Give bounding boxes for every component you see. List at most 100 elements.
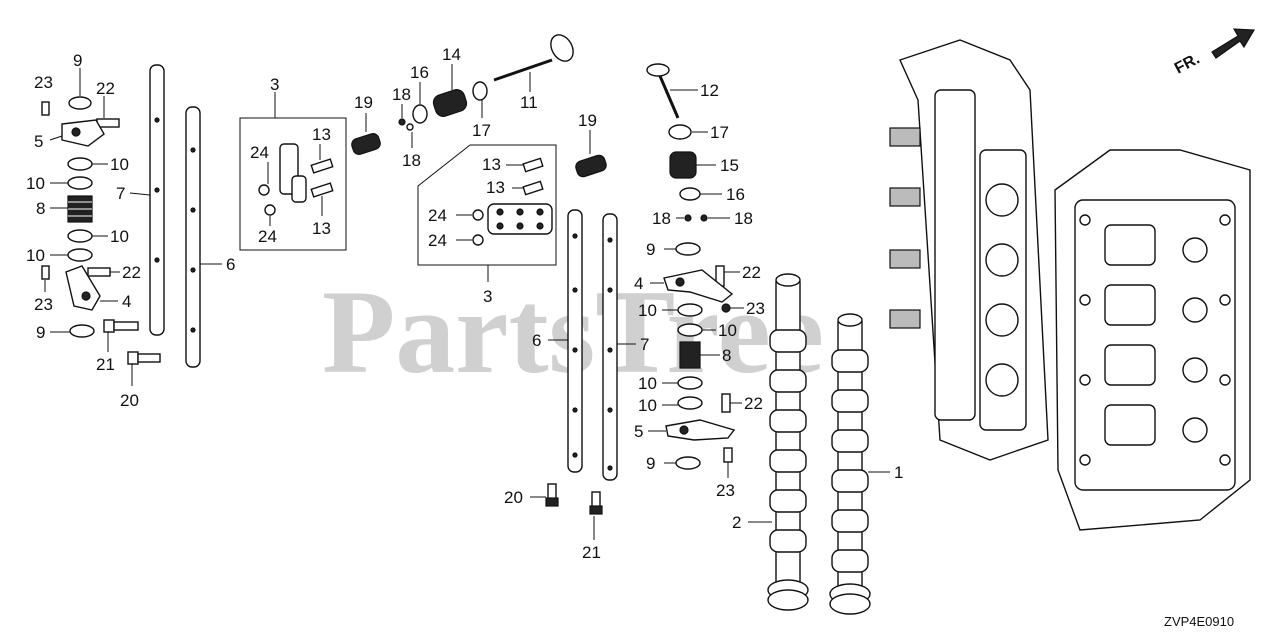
callout-label[interactable]: 12 [700, 81, 719, 100]
callout-label[interactable]: 24 [258, 227, 277, 246]
part-24-nut[interactable] [472, 234, 484, 246]
callout-label[interactable]: 7 [640, 335, 649, 354]
part-11-valve[interactable] [493, 31, 578, 82]
part-8-spring[interactable] [679, 341, 701, 369]
part-8-spring[interactable] [67, 195, 93, 223]
callout-label[interactable]: 18 [392, 85, 411, 104]
part-10-ring[interactable] [67, 229, 93, 243]
callout-label[interactable]: 10 [110, 155, 129, 174]
callout-label[interactable]: 5 [34, 132, 43, 151]
part-10-ring[interactable] [677, 303, 703, 317]
callout-label[interactable]: 1 [894, 463, 903, 482]
callout-label[interactable]: 22 [96, 79, 115, 98]
part-18-keeper[interactable] [684, 214, 692, 222]
callout-label[interactable]: 8 [722, 346, 731, 365]
callout-label[interactable]: 17 [710, 123, 729, 142]
part-9-washer[interactable] [675, 242, 701, 256]
callout-label[interactable]: 23 [34, 73, 53, 92]
callout-label[interactable]: 22 [742, 263, 761, 282]
part-5-rocker-arm[interactable] [665, 419, 736, 441]
callout-label[interactable]: 10 [638, 301, 657, 320]
part-13-adjuster[interactable] [310, 182, 334, 198]
callout-label[interactable]: 10 [638, 374, 657, 393]
callout-label[interactable]: 7 [116, 184, 125, 203]
part-20-bolt[interactable] [127, 351, 161, 365]
callout-label[interactable]: 17 [472, 121, 491, 140]
part-23-pin[interactable] [721, 303, 731, 313]
part-22-bolt[interactable] [721, 393, 731, 413]
part-10-ring[interactable] [677, 323, 703, 337]
callout-label[interactable]: 19 [578, 111, 597, 130]
callout-label[interactable]: 8 [36, 199, 45, 218]
callout-label[interactable]: 22 [122, 263, 141, 282]
callout-label[interactable]: 14 [442, 45, 461, 64]
part-21-bolt[interactable] [589, 491, 603, 515]
part-16-seat[interactable] [679, 187, 701, 201]
part-6-rocker-shaft[interactable] [567, 209, 583, 473]
callout-label[interactable]: 18 [734, 209, 753, 228]
callout-label[interactable]: 19 [354, 93, 373, 112]
callout-label[interactable]: 10 [638, 396, 657, 415]
callout-label[interactable]: 23 [34, 295, 53, 314]
callout-label[interactable]: 3 [483, 287, 492, 306]
part-23-pin[interactable] [41, 101, 50, 116]
part-3-rocker-set[interactable] [279, 143, 307, 203]
callout-label[interactable]: 9 [646, 240, 655, 259]
callout-label[interactable]: 13 [312, 219, 331, 238]
callout-label[interactable]: 11 [520, 93, 538, 112]
part-13-adjuster[interactable] [522, 157, 544, 173]
part-21-bolt[interactable] [103, 319, 139, 333]
part-18-keeper[interactable] [406, 123, 414, 131]
part-13-adjuster[interactable] [310, 158, 334, 174]
callout-label[interactable]: 5 [634, 422, 643, 441]
callout-label[interactable]: 9 [646, 454, 655, 473]
callout-label[interactable]: 18 [652, 209, 671, 228]
callout-label[interactable]: 4 [122, 292, 131, 311]
part-9-washer[interactable] [68, 96, 92, 110]
callout-label[interactable]: 10 [26, 246, 45, 265]
callout-label[interactable]: 4 [634, 274, 643, 293]
callout-label[interactable]: 10 [110, 227, 129, 246]
part-19-spring[interactable] [574, 154, 607, 178]
callout-label[interactable]: 24 [428, 206, 447, 225]
part-23-pin[interactable] [723, 447, 733, 463]
callout-label[interactable]: 18 [402, 151, 421, 170]
part-22-bolt[interactable] [96, 118, 120, 128]
part-6-rocker-shaft[interactable] [185, 106, 201, 368]
part-23-pin[interactable] [41, 265, 50, 280]
part-22-bolt[interactable] [87, 267, 111, 277]
callout-label[interactable]: 21 [96, 355, 115, 374]
callout-label[interactable]: 20 [504, 488, 523, 507]
callout-label[interactable]: 6 [226, 255, 235, 274]
callout-label[interactable]: 6 [532, 331, 541, 350]
part-10-ring[interactable] [67, 157, 93, 171]
part-10-ring[interactable] [67, 176, 93, 190]
part-10-ring[interactable] [67, 248, 93, 262]
part-4-rocker-arm[interactable] [65, 265, 101, 311]
part-18-keeper[interactable] [398, 118, 406, 126]
callout-label[interactable]: 23 [746, 299, 765, 318]
callout-label[interactable]: 10 [26, 174, 45, 193]
callout-label[interactable]: 16 [410, 63, 429, 82]
callout-label[interactable]: 16 [726, 185, 745, 204]
part-16-seat[interactable] [412, 104, 428, 124]
callout-label[interactable]: 13 [482, 155, 501, 174]
callout-label[interactable]: 23 [716, 481, 735, 500]
part-7-rocker-shaft[interactable] [149, 64, 165, 336]
part-18-keeper[interactable] [700, 214, 708, 222]
part-10-ring[interactable] [677, 396, 703, 410]
part-1-camshaft[interactable] [829, 313, 890, 615]
part-12-valve[interactable] [646, 63, 680, 119]
callout-label[interactable]: 13 [312, 125, 331, 144]
part-13-adjuster[interactable] [522, 180, 544, 196]
callout-label[interactable]: 15 [720, 156, 739, 175]
part-7-rocker-shaft[interactable] [602, 213, 618, 481]
part-19-spring[interactable] [350, 132, 382, 156]
callout-label[interactable]: 13 [486, 178, 505, 197]
part-24-nut[interactable] [264, 204, 276, 216]
callout-label[interactable]: 24 [428, 231, 447, 250]
callout-label[interactable]: 24 [250, 143, 269, 162]
callout-label[interactable]: 22 [744, 394, 763, 413]
part-4-rocker-arm[interactable] [663, 269, 734, 303]
callout-label[interactable]: 2 [732, 513, 741, 532]
